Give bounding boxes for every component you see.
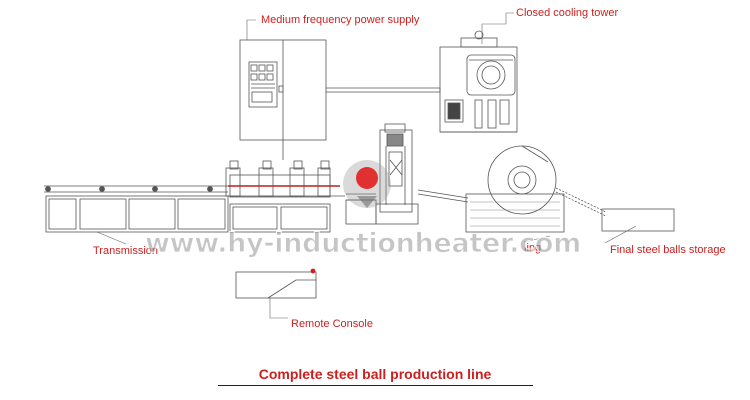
diagram-caption: Complete steel ball production line	[258, 366, 492, 382]
label-quenching-fragment: ling	[524, 242, 542, 254]
storage-box	[601, 208, 675, 232]
watermark-logo	[343, 160, 391, 208]
watermark-text: www.hy-inductionheater.com	[145, 228, 582, 260]
caption-underline	[218, 385, 533, 386]
label-cooling-tower: Closed cooling tower	[516, 7, 619, 19]
leader-lines	[96, 12, 637, 319]
label-remote-console: Remote Console	[291, 318, 373, 330]
cooling-tower	[439, 30, 518, 133]
label-power-supply: Medium frequency power supply	[261, 14, 420, 26]
quenching-tank	[417, 145, 607, 233]
cooling-pipes	[326, 87, 441, 93]
remote-console	[235, 268, 317, 299]
power-supply-cabinet	[239, 39, 327, 160]
induction-heating-section	[225, 160, 345, 233]
label-transmission: Transmission	[93, 245, 158, 257]
label-final-storage: Final steel balls storage	[610, 244, 726, 256]
transmission-conveyor	[44, 185, 229, 233]
